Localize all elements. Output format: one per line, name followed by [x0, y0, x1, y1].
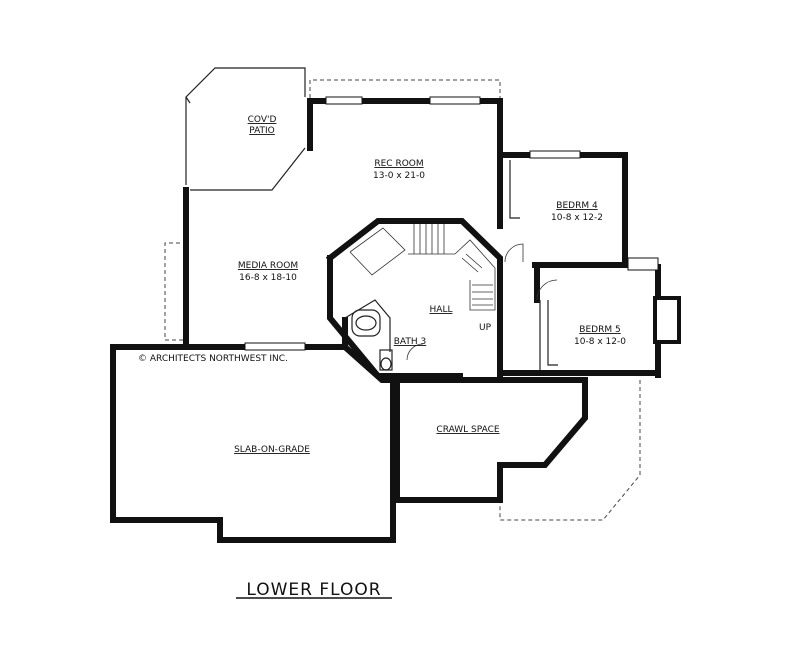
slab-on-grade-label: SLAB-ON-GRADE — [234, 445, 310, 455]
crawl-space-label: CRAWL SPACE — [436, 425, 499, 435]
copyright-text: © ARCHITECTS NORTHWEST INC. — [138, 354, 288, 364]
interior-doors — [497, 160, 558, 378]
media-room-dims: 16-8 x 18-10 — [239, 273, 297, 283]
bedrm-4-label: BEDRM 4 — [556, 201, 598, 211]
hall-stair-core — [325, 217, 524, 379]
rec-room-dims: 13-0 x 21-0 — [373, 171, 425, 181]
covd-patio-label-line1: COV'D — [248, 115, 277, 125]
covered-patio-outline — [185, 67, 306, 191]
rec-room-label: REC ROOM — [374, 159, 423, 169]
hall-label: HALL — [430, 305, 453, 315]
media-room-label: MEDIA ROOM — [238, 261, 298, 271]
bedrm-5-label: BEDRM 5 — [579, 325, 620, 335]
window-marks — [244, 96, 681, 351]
bedrm-5-dims: 10-8 x 12-0 — [574, 337, 626, 347]
roof-overhang-dashed-lines — [164, 79, 641, 521]
bath-3-label: BATH 3 — [394, 337, 426, 347]
bath-3-fixtures — [342, 299, 424, 383]
plan-title: LOWER FLOOR — [246, 580, 381, 600]
covd-patio-label-line2: PATIO — [249, 126, 275, 136]
exterior-walls — [110, 98, 661, 543]
bedrm-4-dims: 10-8 x 12-2 — [551, 213, 603, 223]
stair-up-label: UP — [479, 323, 492, 333]
